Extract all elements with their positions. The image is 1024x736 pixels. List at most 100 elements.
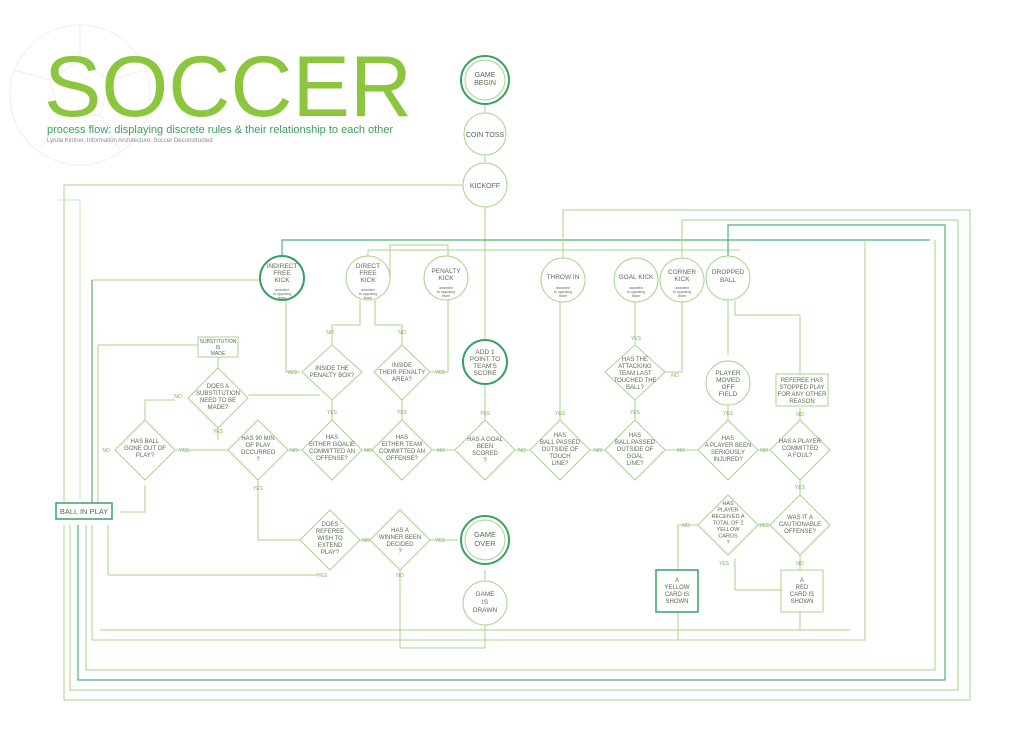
node-label-line: RECEIVED A bbox=[711, 514, 744, 520]
ball-in-play-node: BALL IN PLAY bbox=[55, 502, 113, 520]
node-label-line: CAUTIONABLE bbox=[779, 522, 821, 528]
svg-text:GOAL KICK: GOAL KICK bbox=[619, 274, 654, 281]
node-label-line: GAME bbox=[474, 530, 496, 539]
node-label-line: KICK bbox=[438, 275, 454, 282]
node-label-line: to opposing bbox=[627, 290, 645, 294]
svg-text:COIN TOSS: COIN TOSS bbox=[466, 132, 505, 139]
node-label-line: TOTAL OF 2 bbox=[713, 521, 744, 527]
node-label-line: team bbox=[678, 294, 686, 298]
node-label-line: SERIOUSLY bbox=[711, 450, 745, 456]
svg-text:NO: NO bbox=[671, 373, 679, 379]
node-label-line: SHOWN bbox=[666, 599, 689, 605]
node-label-line: BALL bbox=[720, 277, 736, 284]
node-label-line: PLAYER bbox=[715, 370, 740, 377]
node-label-line: WINNER BEEN bbox=[379, 535, 421, 541]
node-label-line: ATTACKING bbox=[618, 364, 652, 370]
node-label-line: BALL PASSED bbox=[615, 440, 656, 446]
node-label-line: WAS IT A bbox=[787, 515, 813, 521]
svg-text:YES: YES bbox=[213, 429, 224, 435]
page-title: SOCCER bbox=[44, 39, 412, 135]
node-label-line: FREE bbox=[359, 270, 377, 277]
node-label-line: FOR ANY OTHER bbox=[778, 392, 828, 398]
svg-text:NO: NO bbox=[398, 330, 406, 336]
node-label-line: REASON bbox=[789, 399, 814, 405]
connectors bbox=[58, 105, 971, 701]
node-label-line: SHOWN bbox=[791, 599, 814, 605]
node-label-line: OFFENSE? bbox=[784, 529, 816, 535]
node-label-line: RED bbox=[796, 585, 809, 591]
node-label-line: OFFENSE? bbox=[316, 456, 348, 462]
svg-text:YES: YES bbox=[317, 573, 328, 579]
node-label-line: awarded bbox=[361, 288, 374, 292]
node-label-line: team bbox=[364, 296, 372, 300]
node-label-line: SCORE bbox=[473, 370, 497, 377]
node-label-line: NEED TO BE bbox=[200, 398, 236, 404]
svg-text:YES: YES bbox=[719, 561, 730, 567]
svg-text:NO: NO bbox=[594, 448, 602, 454]
node-label-line: team bbox=[442, 294, 450, 298]
svg-text:NO: NO bbox=[796, 412, 804, 418]
node-label-line: CORNER bbox=[668, 269, 696, 276]
node-label-line: to opposing bbox=[554, 290, 572, 294]
node-label-line: DECIDED bbox=[386, 542, 414, 548]
node-label-line: INJURED? bbox=[713, 457, 743, 463]
node-label-line: HAS THE bbox=[622, 357, 648, 363]
svg-text:YES: YES bbox=[480, 411, 491, 417]
node-label-line: FIELD bbox=[719, 391, 738, 398]
page-credit: Lynda Kintner, Information Architecture:… bbox=[47, 138, 213, 144]
node-label-line: SCORED bbox=[472, 451, 498, 457]
node-label-line: LINE? bbox=[627, 461, 644, 467]
node-label-line: BEGIN bbox=[474, 80, 496, 87]
svg-text:NO: NO bbox=[364, 448, 372, 454]
edge-labels: NO YES NO YES NO YES NO YES NO YES NO YE… bbox=[102, 330, 805, 579]
node-label-line: to opposing bbox=[673, 290, 691, 294]
svg-text:YES: YES bbox=[287, 370, 298, 376]
node-label-line: IS bbox=[482, 599, 489, 606]
node-label-line: KICKOFF bbox=[470, 183, 500, 190]
node-label-line: COMMITTED AN bbox=[379, 449, 425, 455]
node-label-line: KICK bbox=[674, 276, 690, 283]
node-label-line: to opposing bbox=[273, 292, 291, 296]
svg-text:YES: YES bbox=[179, 448, 190, 454]
svg-text:NO: NO bbox=[396, 573, 404, 579]
svg-text:YES: YES bbox=[759, 523, 770, 529]
svg-text:NO: NO bbox=[290, 448, 298, 454]
node-label-line: ? bbox=[726, 540, 729, 546]
svg-text:NO: NO bbox=[326, 330, 334, 336]
svg-text:NO: NO bbox=[677, 448, 685, 454]
node-label-line: INSIDE bbox=[392, 363, 412, 369]
node-label-line: POINT TO bbox=[470, 356, 500, 363]
node-label-line: HAS bbox=[722, 436, 734, 442]
node-label-line: WISH TO bbox=[317, 536, 343, 542]
